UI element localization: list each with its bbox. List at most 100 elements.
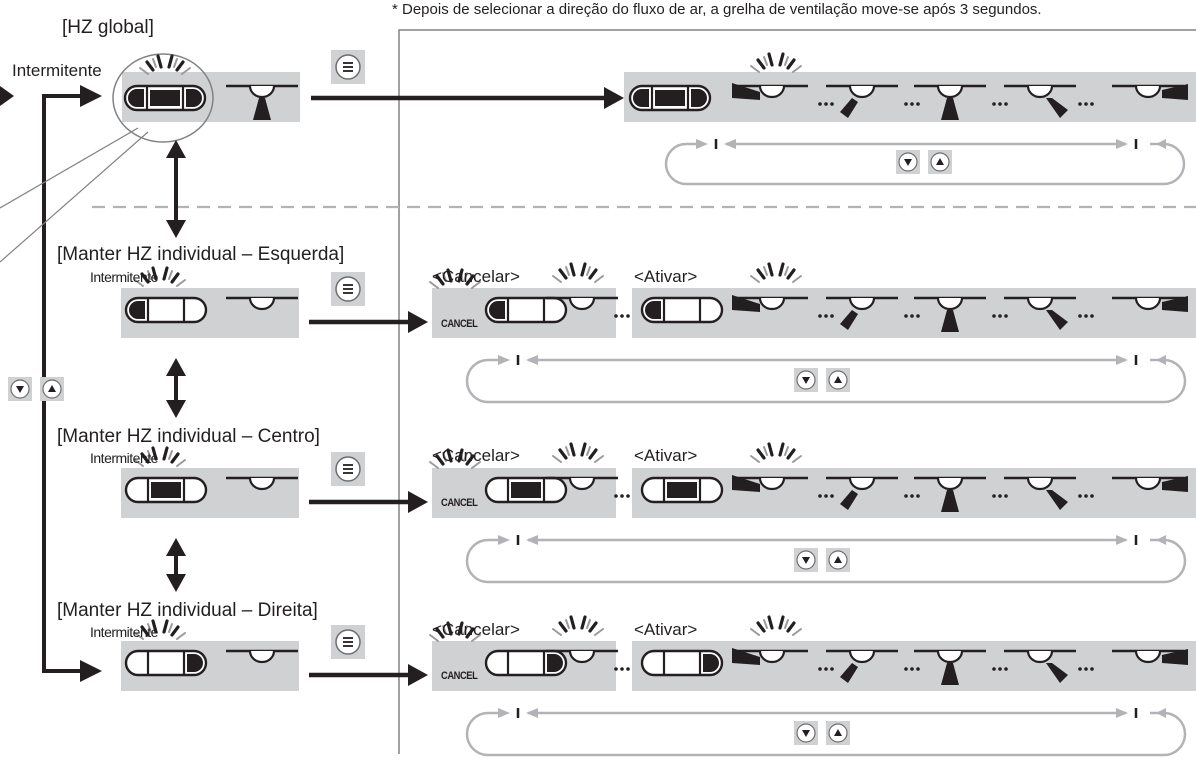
cycle-loop xyxy=(465,535,1187,584)
flashing-label-center: Intermitente xyxy=(90,450,158,466)
flash-icon xyxy=(552,442,604,463)
louver-position-icon xyxy=(826,649,898,683)
cycle-loop xyxy=(465,355,1187,404)
menu-button-icon xyxy=(331,625,365,659)
sequence-dots xyxy=(904,314,920,318)
sequence-dots xyxy=(614,314,630,318)
flow-arrow xyxy=(309,311,428,333)
right-mode-title: [Manter HZ individual – Direita] xyxy=(57,600,318,621)
activate-panel xyxy=(632,468,1196,518)
louver-position-icon xyxy=(914,649,986,685)
sequence-dots xyxy=(904,667,920,671)
horizontal-zone-indicator-icon xyxy=(628,84,712,112)
flash-icon xyxy=(134,266,186,287)
sequence-dots xyxy=(614,494,630,498)
zoom-circle xyxy=(112,53,214,143)
cancel-tag-right: <Cancelar> xyxy=(432,620,520,639)
flash-icon xyxy=(429,621,481,642)
horizontal-zone-indicator-icon xyxy=(640,649,724,677)
seq-down-arrow-button-icon xyxy=(794,721,818,745)
louver-position-icon xyxy=(732,295,808,312)
flash-icon xyxy=(134,619,186,640)
louver-position-icon xyxy=(226,84,298,120)
flash-icon xyxy=(750,52,802,73)
activate-tag-right: <Ativar> xyxy=(634,620,698,639)
activate-tag-left: <Ativar> xyxy=(634,267,698,286)
center-mode-title: [Manter HZ individual – Centro] xyxy=(57,426,320,447)
flashing-label-right: Intermitente xyxy=(90,624,158,640)
sequence-dots xyxy=(904,494,920,498)
left-up-arrow-button-icon xyxy=(40,377,64,401)
flow-arrow xyxy=(309,664,428,686)
sequence-dots xyxy=(1078,314,1094,318)
global-mode-title: [HZ global] xyxy=(62,17,154,38)
sequence-dots xyxy=(992,314,1008,318)
toggle-arrow xyxy=(166,538,186,592)
cycle-loop xyxy=(664,139,1186,186)
seq-up-arrow-button-icon xyxy=(826,721,850,745)
left-down-arrow-button-icon xyxy=(8,377,32,401)
sequence-dots xyxy=(818,314,834,318)
louver-position-icon xyxy=(826,476,898,510)
horizontal-zone-indicator-icon xyxy=(484,476,568,504)
flash-icon xyxy=(750,615,802,636)
footnote: * Depois de selecionar a direção do flux… xyxy=(392,1,1042,18)
flash-icon xyxy=(750,442,802,463)
menu-button-icon xyxy=(331,272,365,306)
flash-icon xyxy=(552,615,604,636)
horizontal-zone-indicator-icon xyxy=(484,649,568,677)
horizontal-zone-indicator-icon xyxy=(124,296,208,324)
zoom-line xyxy=(0,131,149,263)
seq-up-arrow-button-icon xyxy=(826,368,850,392)
louver-position-icon xyxy=(826,84,898,118)
louver-position-icon xyxy=(226,476,298,491)
seq-down-arrow-button-icon xyxy=(794,548,818,572)
louver-position-icon xyxy=(1112,296,1188,312)
seq-up-arrow-button-icon xyxy=(928,150,952,174)
louver-position-icon xyxy=(1112,84,1188,100)
entry-arrow xyxy=(0,86,14,106)
left-mode-title: [Manter HZ individual – Esquerda] xyxy=(57,244,345,265)
louver-position-icon xyxy=(1004,84,1076,118)
sequence-dots xyxy=(992,667,1008,671)
louver-position-icon xyxy=(1004,649,1076,683)
menu-button-icon xyxy=(331,50,365,84)
louver-position-icon xyxy=(1112,649,1188,665)
sequence-dots xyxy=(992,102,1008,106)
louver-position-icon xyxy=(914,296,986,332)
seq-down-arrow-button-icon xyxy=(794,368,818,392)
louver-position-icon xyxy=(732,83,808,100)
flash-icon xyxy=(429,268,481,289)
sequence-dots xyxy=(818,667,834,671)
louver-position-icon xyxy=(1004,296,1076,330)
sequence-dots xyxy=(1078,667,1094,671)
activate-panel xyxy=(632,641,1196,691)
louver-position-icon xyxy=(226,296,298,311)
toggle-arrow xyxy=(166,358,186,418)
flash-icon xyxy=(750,262,802,283)
horizontal-zone-indicator-icon xyxy=(484,296,568,324)
flash-icon xyxy=(134,446,186,467)
louver-position-icon xyxy=(546,649,618,664)
flow-arrow xyxy=(309,491,428,513)
cancel-tag-left: <Cancelar> xyxy=(432,267,520,286)
sequence-dots xyxy=(904,102,920,106)
flash-icon xyxy=(429,448,481,469)
cancel-word-center: CANCEL xyxy=(441,497,478,509)
sequence-dots xyxy=(1078,494,1094,498)
menu-button-icon xyxy=(331,452,365,486)
louver-position-icon xyxy=(1112,476,1188,492)
sequence-dots xyxy=(992,494,1008,498)
flow-arrow xyxy=(311,87,624,109)
cancel-tag-center: <Cancelar> xyxy=(432,446,520,465)
horizontal-zone-indicator-icon xyxy=(123,84,207,112)
flashing-label-left: Intermitente xyxy=(90,269,158,285)
activate-panel xyxy=(632,288,1196,338)
horizontal-zone-indicator-icon xyxy=(640,476,724,504)
cancel-word-right: CANCEL xyxy=(441,670,478,682)
flash-icon xyxy=(139,54,191,75)
horizontal-zone-indicator-icon xyxy=(640,296,724,324)
louver-position-icon xyxy=(546,476,618,491)
zoom-line xyxy=(0,127,139,209)
